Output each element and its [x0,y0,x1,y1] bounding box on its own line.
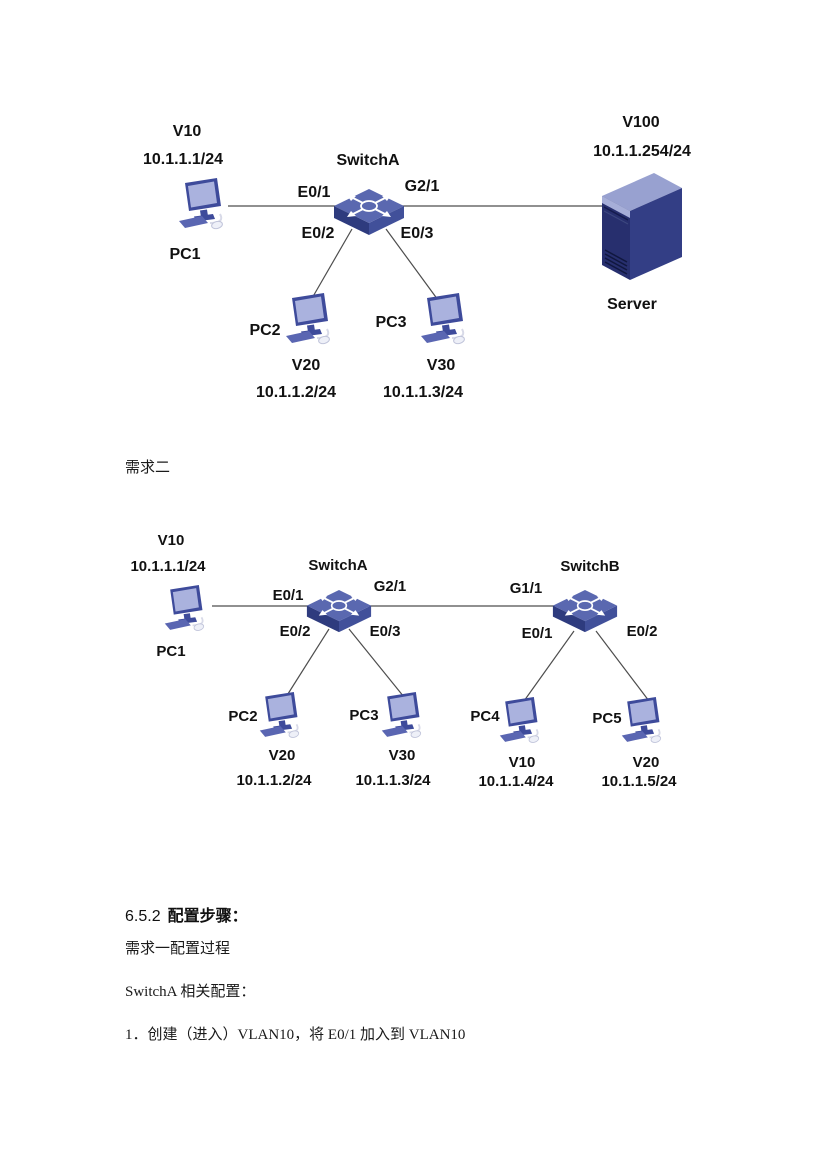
pc3-name-label: PC3 [375,314,407,331]
pc4-ip-label: 10.1.1.4/24 [478,773,554,790]
pc-icon [259,692,300,738]
switch-a-port-g2-1: G2/1 [373,578,407,595]
pc3-ip-label: 10.1.1.3/24 [355,772,431,789]
pc-icon [164,585,205,631]
pc2-name-label: PC2 [228,708,258,725]
switch-a-port-e0-1: E0/1 [272,587,304,604]
pc4-name-label: PC4 [470,708,500,725]
switch-a-icon [306,589,372,635]
section-title: 配置步骤： [167,908,248,925]
pc1-icon [177,178,235,236]
port-label-e0-1: E0/1 [297,184,331,201]
pc3-icon [380,692,432,744]
pc1-ip-label: 10.1.1.1/24 [130,558,206,575]
pc1-vlan-label: V10 [172,123,202,140]
pc2-ip-label: 10.1.1.2/24 [236,772,312,789]
pc3-vlan-label: V30 [426,357,456,374]
pc-icon [421,293,465,345]
switch-a-port-e0-2: E0/2 [279,623,311,640]
pc5-vlan-label: V20 [632,754,660,771]
pc-icon [621,697,662,743]
pc-icon [381,692,422,738]
pc1-icon [163,585,215,637]
pc-icon [499,697,540,743]
port-label-e0-3: E0/3 [400,225,434,242]
switch-icon [334,189,404,235]
section-heading-652: 6.5.2 配置步骤： [125,902,248,926]
pc-icon [179,178,223,230]
port-label-g2-1: G2/1 [404,178,440,195]
switch-icon [306,590,372,633]
pc3-name-label: PC3 [349,707,379,724]
pc2-icon [258,692,310,744]
pc1-vlan-label: V10 [157,532,185,549]
pc2-vlan-label: V20 [291,357,321,374]
pc2-ip-label: 10.1.1.2/24 [255,384,337,401]
pc3-ip-label: 10.1.1.3/24 [382,384,464,401]
switch-b-name-label: SwitchB [560,558,620,575]
server-vlan-label: V100 [622,114,660,131]
switch-icon [552,590,618,633]
pc4-vlan-label: V10 [508,754,536,771]
pc5-ip-label: 10.1.1.5/24 [601,773,677,790]
switch-a-icon [333,188,405,238]
switch-b-port-g1-1: G1/1 [509,580,543,597]
pc2-icon [284,293,342,351]
pc-icon [286,293,330,345]
server-tower-icon [602,173,682,280]
switch-a-name-label: SwitchA [336,152,400,169]
pc5-name-label: PC5 [592,710,622,727]
pc2-vlan-label: V20 [268,747,296,764]
pc1-name-label: PC1 [156,643,186,660]
paragraph-step-1: 1．创建（进入）VLAN10，将 E0/1 加入到 VLAN10 [125,1027,466,1043]
pc1-ip-label: 10.1.1.1/24 [142,151,224,168]
switch-b-icon [552,589,618,635]
switch-a-name-label: SwitchA [308,557,368,574]
pc3-icon [419,293,477,351]
pc4-icon [498,697,550,749]
section-heading-requirement-two: 需求二 [125,460,171,476]
section-number: 6.5.2 [125,908,161,925]
port-label-e0-2: E0/2 [301,225,335,242]
pc3-vlan-label: V30 [388,747,416,764]
pc1-name-label: PC1 [169,246,201,263]
switch-b-port-e0-1: E0/1 [521,625,553,642]
pc2-name-label: PC2 [249,322,281,339]
paragraph-switcha-config: SwitchA 相关配置： [125,984,256,1000]
server-icon [602,166,683,282]
switch-a-port-e0-3: E0/3 [369,623,401,640]
server-name-label: Server [607,296,657,313]
paragraph-requirement-one-process: 需求一配置过程 [125,941,231,957]
pc5-icon [620,697,672,749]
server-ip-label: 10.1.1.254/24 [593,143,691,160]
switch-b-port-e0-2: E0/2 [626,623,658,640]
